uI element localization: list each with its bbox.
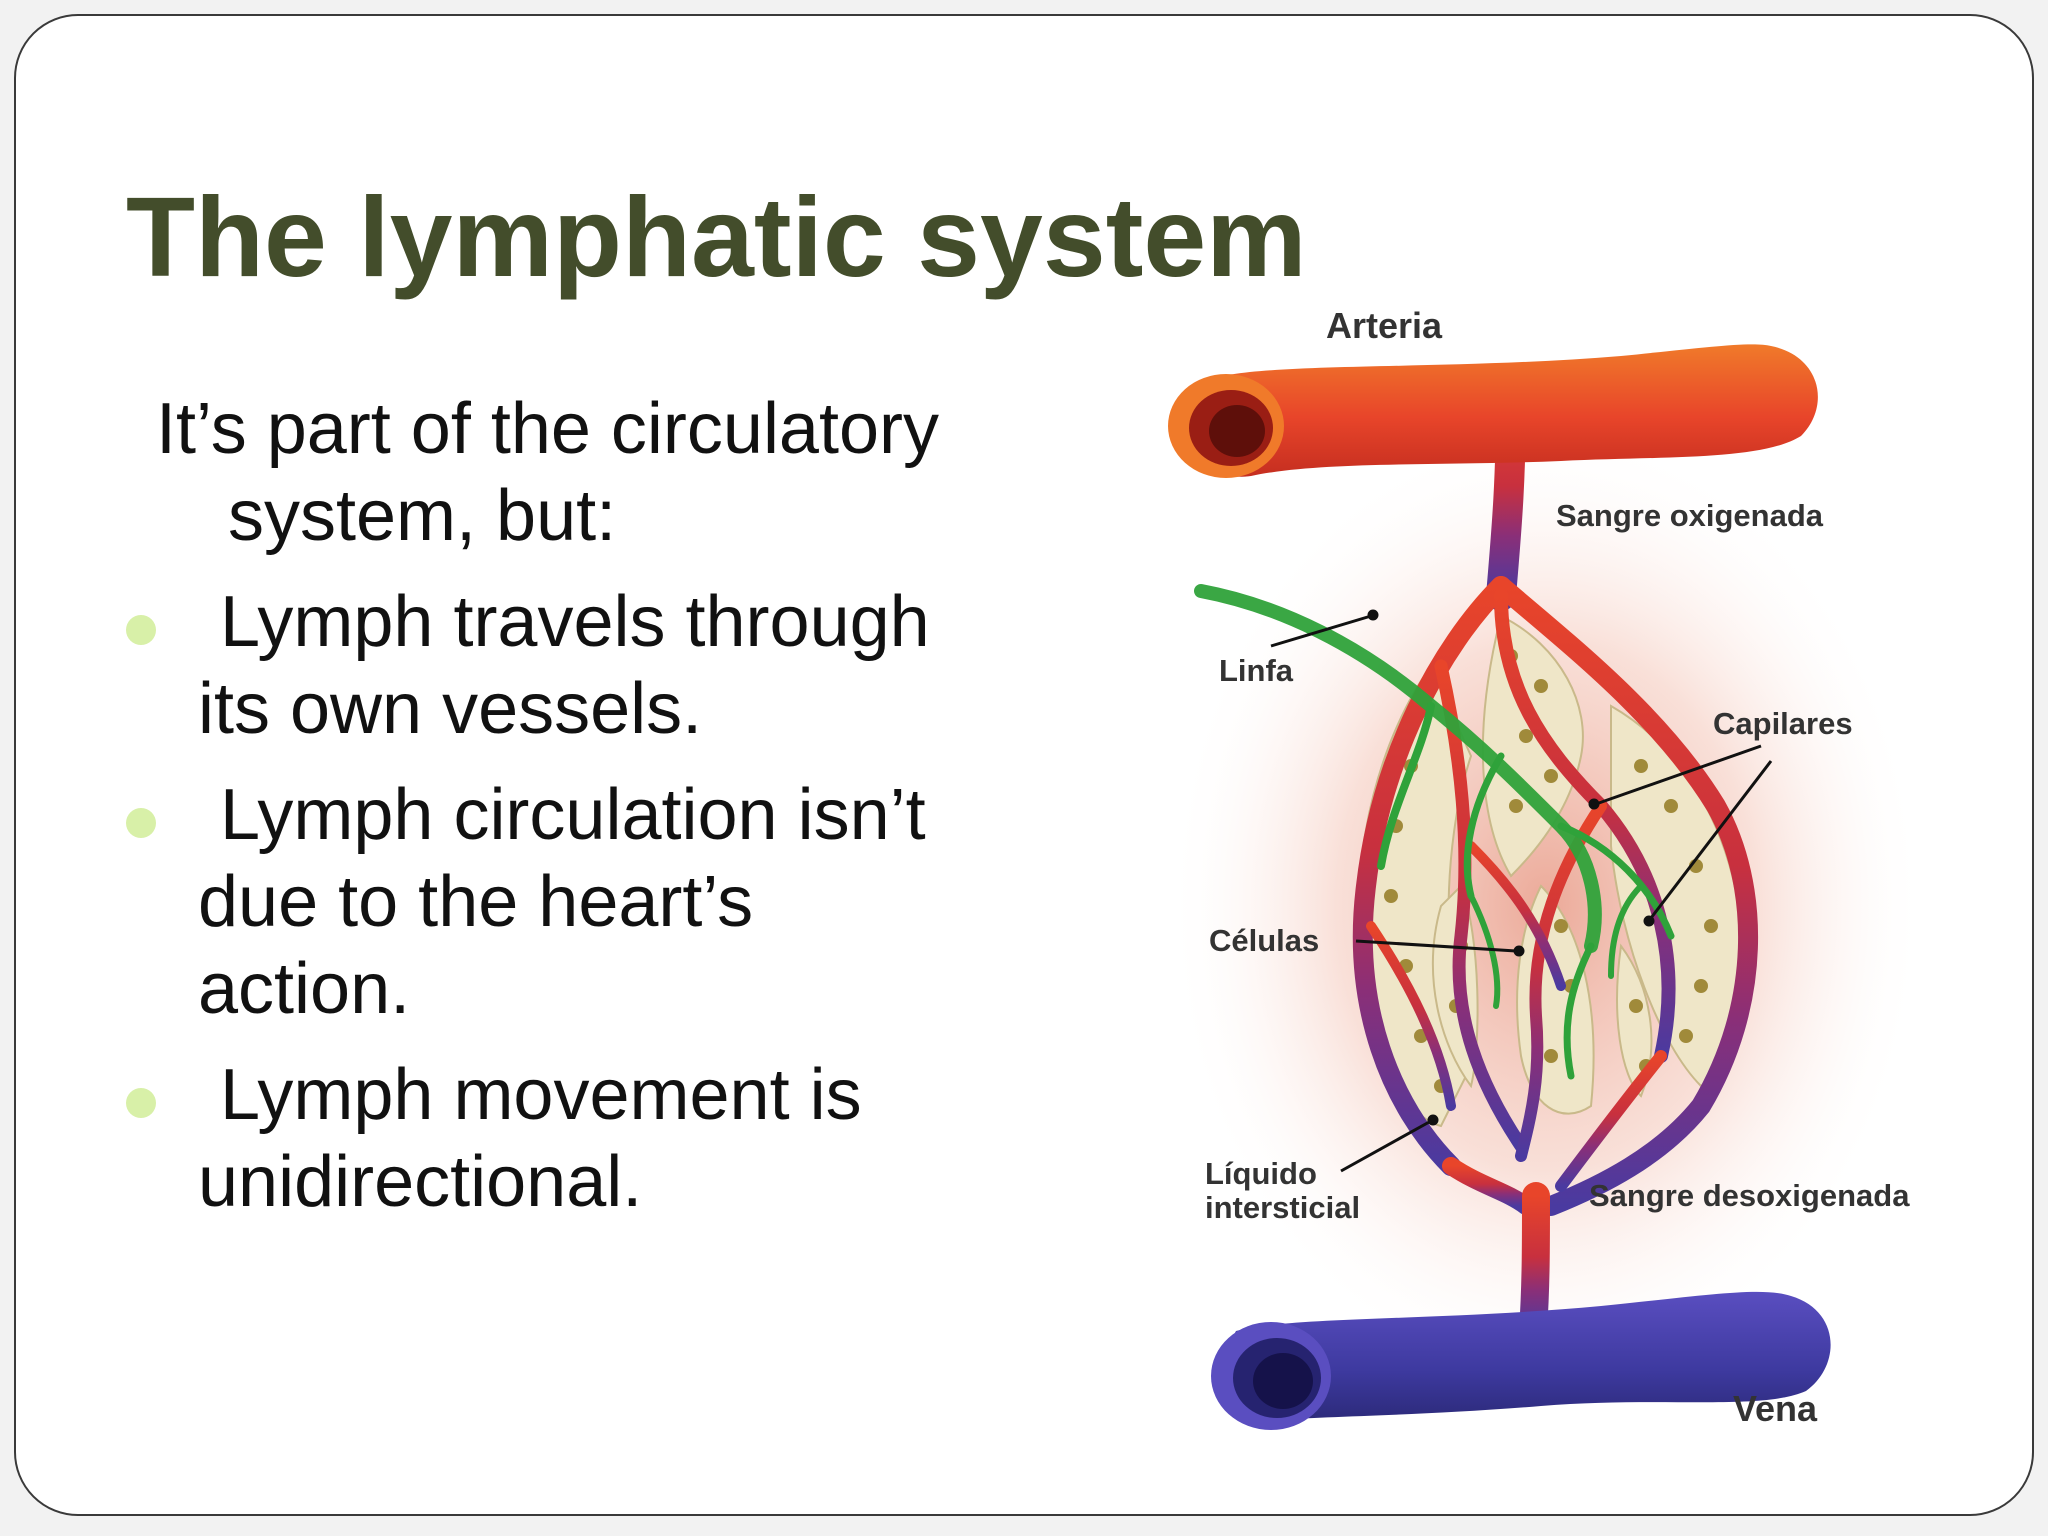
- capillary-diagram: Arteria Sangre oxigenada Linfa Capilares…: [1166, 305, 1926, 1430]
- label-celulas: Células: [1209, 923, 1319, 958]
- bullet-item: Lymph circulation isn’t due to the heart…: [126, 772, 1026, 1033]
- label-liquido-2: intersticial: [1205, 1190, 1360, 1225]
- bullet-dot-icon: [126, 615, 156, 645]
- lymph-vessels: [1194, 584, 1675, 1080]
- bullet-item: Lymph travels through its own vessels.: [126, 579, 1026, 753]
- bullet-line: its own vessels.: [198, 669, 703, 749]
- bullet-dot-icon: [126, 808, 156, 838]
- label-arteria: Arteria: [1326, 305, 1443, 346]
- bullet-list: Lymph travels through its own vessels. L…: [126, 579, 1026, 1226]
- bullet-line: Lymph travels through: [220, 582, 930, 662]
- bullet-line: Lymph movement is: [220, 1055, 862, 1135]
- bullet-line: due to the heart’s: [198, 862, 754, 942]
- slide: The lymphatic system It’s part of the ci…: [14, 14, 2034, 1516]
- label-capilares: Capilares: [1713, 706, 1853, 741]
- capillary-network: [1352, 381, 1759, 1345]
- slide-body: It’s part of the circulatory system, but…: [126, 386, 1026, 1226]
- bullet-line: Lymph circulation isn’t: [220, 775, 926, 855]
- bullet-dot-icon: [126, 1088, 156, 1118]
- slide-title: The lymphatic system: [126, 174, 1307, 300]
- label-pointers: [1270, 609, 1773, 1173]
- intro-line-2: system, but:: [228, 476, 617, 556]
- bullet-line: unidirectional.: [198, 1142, 643, 1222]
- bullet-line: action.: [198, 949, 411, 1029]
- label-linfa: Linfa: [1219, 653, 1294, 688]
- label-vena: Vena: [1733, 1388, 1818, 1429]
- label-sangre-desoxigenada: Sangre desoxigenada: [1589, 1178, 1910, 1213]
- artery: [1168, 344, 1818, 478]
- label-liquido-1: Líquido: [1205, 1156, 1317, 1191]
- intro-line-1: It’s part of the circulatory: [156, 389, 939, 469]
- vein: [1211, 1291, 1831, 1430]
- bullet-item: Lymph movement is unidirectional.: [126, 1052, 1026, 1226]
- intro-text: It’s part of the circulatory system, but…: [126, 386, 1026, 560]
- label-sangre-oxigenada: Sangre oxigenada: [1556, 498, 1824, 533]
